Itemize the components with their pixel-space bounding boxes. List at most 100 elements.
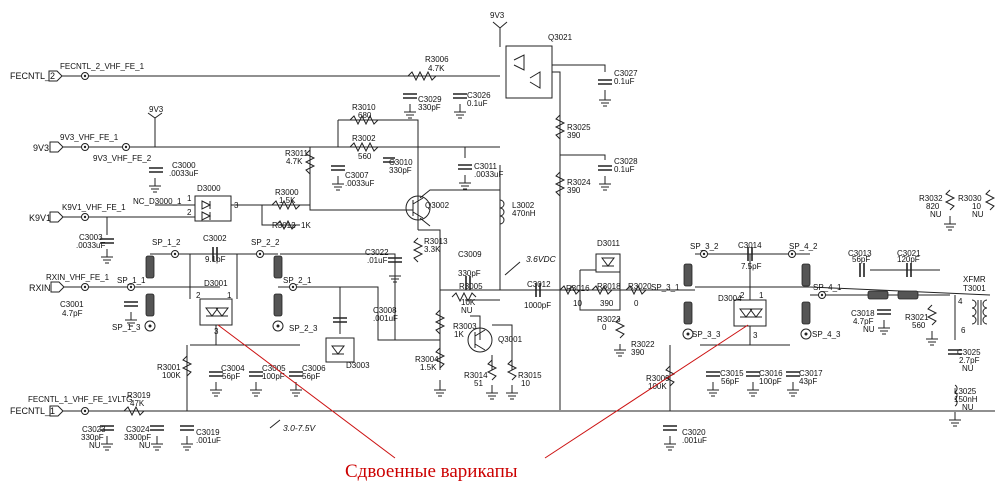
q3001-label: Q3001 <box>498 335 523 344</box>
r3030-val: 10 <box>972 202 981 211</box>
c3008-ref: C3008 <box>373 306 397 315</box>
c3009-symbol <box>465 276 471 290</box>
r3009-val: 100K <box>648 382 667 391</box>
c3029-ref: C3029 <box>418 95 442 104</box>
c3003-symbol <box>100 238 114 244</box>
net-label-9v3-1: 9V3_VHF_FE_1 <box>60 133 119 142</box>
sp4-1-label: SP_4_1 <box>813 283 842 292</box>
c3021-symbol <box>906 263 912 277</box>
c3026-val: 0.1uF <box>467 99 488 108</box>
d3001-pin1: 1 <box>227 291 232 300</box>
sp2-bead <box>273 255 283 279</box>
c3014-val: 7.5pF <box>741 262 762 271</box>
c3021-val: 120pF <box>897 255 920 264</box>
r3016-symbol <box>559 284 581 296</box>
r3001-val: 100K <box>162 371 181 380</box>
r3011-ref: R3011 <box>285 149 309 158</box>
v9v3-top-label: 9V3 <box>490 11 505 20</box>
sp4-bead-2 <box>801 301 811 325</box>
port-rxin-label: RXIN <box>29 283 51 293</box>
r3006-ref: R3006 <box>425 55 449 64</box>
c3026-ref: C3026 <box>467 91 491 100</box>
c3029-symbol <box>403 93 417 99</box>
r3015-val: 10 <box>521 379 530 388</box>
r3004-ref: R3004 <box>415 355 439 364</box>
r3005-symbol <box>451 291 477 303</box>
r3015-ref: R3015 <box>518 371 542 380</box>
c3020-ref: C3020 <box>682 428 706 437</box>
c3004-val: 56pF <box>222 372 240 381</box>
t3001-pin4: 4 <box>958 297 963 306</box>
r3016-ref: R3016 <box>566 284 590 293</box>
c3023-ref: C3023 <box>82 425 106 434</box>
c3021-ref: C3021 <box>897 249 921 258</box>
c3003-ref: C3003 <box>79 233 103 242</box>
c3002-ref: C3002 <box>203 234 227 243</box>
c3006-ref: C3006 <box>302 364 326 373</box>
c3012-val: 1000pF <box>524 301 551 310</box>
xfmr-label: XFMR <box>963 275 986 284</box>
r3013-val: 3.3K <box>424 245 441 254</box>
l3025-val: 150nH <box>954 395 978 404</box>
r3001-symbol <box>181 355 193 377</box>
sp4-3-label: SP_4_3 <box>812 330 841 339</box>
r3005-val: 10K <box>461 298 476 307</box>
c3001-ref: C3001 <box>60 300 84 309</box>
c3024-val: 3300pF <box>124 433 151 442</box>
c3028-symbol <box>598 165 612 171</box>
c3024-nu: NU <box>139 441 151 450</box>
r3000-symbol <box>271 199 301 211</box>
r3023-ref: R3023 <box>597 315 621 324</box>
sp1-bead-2 <box>145 293 155 317</box>
c3002-symbol <box>212 247 218 261</box>
c3015-ref: C3015 <box>720 369 744 378</box>
sp2-bead-2 <box>273 293 283 317</box>
d3004-pin3: 3 <box>753 331 758 340</box>
c3018-nu: NU <box>863 325 875 334</box>
v9v3-mid-label: 9V3 <box>149 105 164 114</box>
d3000-label: D3000 <box>197 184 221 193</box>
c3009-val: 330pF <box>458 269 481 278</box>
c3015-val: 56pF <box>721 377 739 386</box>
c3010-symbol <box>383 157 395 163</box>
r3020-ref: R3020 <box>628 282 652 291</box>
c3023-symbol <box>100 425 114 431</box>
sp2-3-label: SP_2_3 <box>289 324 318 333</box>
sp3-bead <box>683 263 693 287</box>
r3014-ref: R3014 <box>464 371 488 380</box>
r3019-val: 47K <box>130 399 145 408</box>
r3013-ref: R3013 <box>424 237 448 246</box>
r3023-val: 0 <box>602 323 607 332</box>
r3024-symbol <box>554 171 566 197</box>
r3001-ref: R3001 <box>157 363 181 372</box>
r3019-symbol <box>123 405 145 417</box>
c3027-symbol <box>598 79 612 85</box>
r3030-nu: NU <box>972 210 984 219</box>
annotation-dual-varicaps: Сдвоенные варикапы <box>345 461 518 482</box>
t3001-pin6: 6 <box>961 326 966 335</box>
c3016-val: 100pF <box>759 377 782 386</box>
sp3-1-label: SP_3_1 <box>651 283 680 292</box>
d3004-label: D3004 <box>718 294 742 303</box>
d3003-label: D3003 <box>346 361 370 370</box>
net-label-rxin: RXIN_VHF_FE_1 <box>46 273 110 282</box>
sp2-2-label: SP_2_2 <box>251 238 280 247</box>
d3004-pin2: 2 <box>740 291 745 300</box>
r3012-symbol <box>275 219 297 231</box>
c3019-ref: C3019 <box>196 428 220 437</box>
sp1-bead <box>145 255 155 279</box>
r3021-ref: R3021 <box>905 313 929 322</box>
r3005-ref: R3005 <box>459 282 483 291</box>
net-label-9v3-2: 9V3_VHF_FE_2 <box>93 154 152 163</box>
r3024-val: 390 <box>567 186 581 195</box>
c3025-symbol <box>948 349 962 355</box>
c3025-ref: C3025 <box>957 348 981 357</box>
sp4-2-label: SP_4_2 <box>789 242 818 251</box>
r3005-nu: NU <box>461 306 473 315</box>
c3011-symbol <box>458 164 472 170</box>
r3002-symbol <box>349 141 379 153</box>
c3008-val: .001uF <box>373 314 398 323</box>
r3002-ref: R3002 <box>352 134 376 143</box>
c3024-symbol <box>150 425 164 431</box>
c3006-val: 56pF <box>302 372 320 381</box>
